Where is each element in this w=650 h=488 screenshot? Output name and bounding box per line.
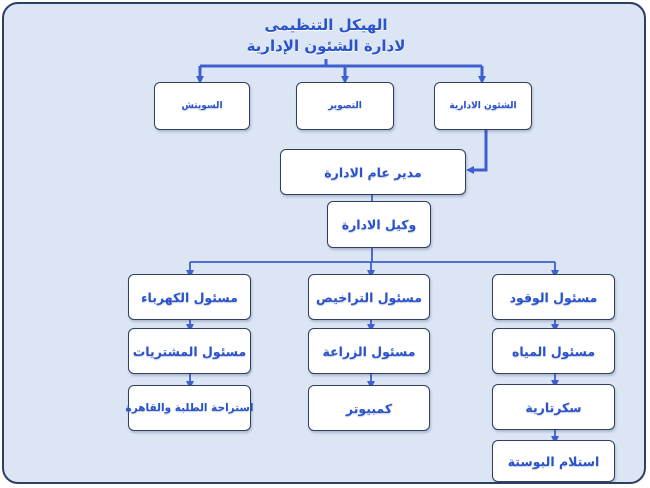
mail-receipt-label: استلام البوستة [507, 453, 600, 469]
unit-admin-affairs: الشئون الادارية [434, 82, 532, 130]
licensing-officer-box: مسئول التراخيص [308, 274, 430, 320]
purchasing-officer-box: مسئول المشتريات [128, 328, 251, 374]
purchasing-officer-label: مسئول المشتريات [132, 343, 247, 359]
computer-box: كمبيوتر [308, 385, 430, 431]
student-rest-house-box: استراحة الطلبة والقاهرة [125, 385, 254, 431]
unit-switchboard: السويتش [154, 82, 250, 130]
unit-switchboard-label: السويتش [181, 101, 223, 111]
general-manager-label: مدير عام الادارة [324, 164, 422, 180]
chart-title: الهيكل التنظيمى [264, 16, 388, 34]
org-chart-frame: الهيكل التنظيمى لادارة الشئون الإدارية ا… [2, 2, 646, 484]
general-manager-box: مدير عام الادارة [280, 149, 466, 195]
connector-admin-to-manager [466, 130, 488, 174]
water-officer-box: مسئول المياه [492, 328, 615, 374]
water-officer-label: مسئول المياه [511, 343, 596, 359]
connector-lines [186, 59, 559, 444]
chart-subtitle: لادارة الشئون الإدارية [246, 37, 406, 55]
computer-label: كمبيوتر [345, 400, 393, 416]
unit-admin-affairs-label: الشئون الادارية [449, 101, 517, 111]
secretariat-label: سكرتارية [525, 399, 582, 415]
deputy-label: وكيل الادارة [341, 217, 417, 232]
student-rest-house-label: استراحة الطلبة والقاهرة [125, 402, 254, 414]
agriculture-officer-label: مسئول الزراعة [322, 343, 416, 359]
unit-photocopy-label: التصوير [328, 101, 362, 111]
agriculture-officer-box: مسئول الزراعة [308, 328, 430, 374]
electricity-officer-label: مسئول الكهرباء [141, 289, 238, 305]
unit-photocopy: التصوير [296, 82, 394, 130]
deputy-box: وكيل الادارة [327, 201, 431, 248]
licensing-officer-label: مسئول التراخيص [316, 289, 422, 305]
secretariat-box: سكرتارية [492, 384, 615, 430]
electricity-officer-box: مسئول الكهرباء [128, 274, 251, 320]
fuel-officer-label: مسئول الوقود [509, 289, 598, 305]
fuel-officer-box: مسئول الوقود [492, 274, 615, 320]
mail-receipt-box: استلام البوستة [492, 440, 615, 482]
